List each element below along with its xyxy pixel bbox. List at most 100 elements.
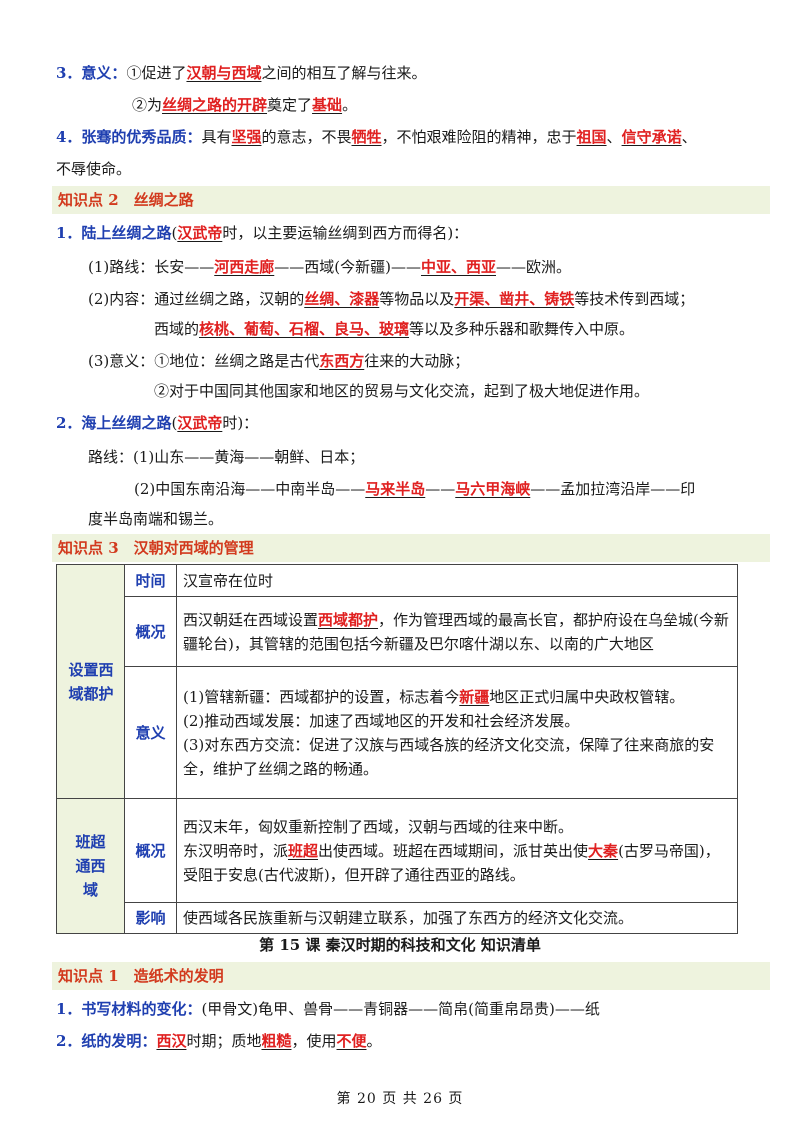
zhang-qian-quality-line-2: 不辱使命。 (56, 160, 132, 178)
keyword: 牺牲 (351, 128, 382, 146)
row-label: 概况 (124, 596, 177, 667)
text: 时)： (222, 414, 259, 432)
category-label: 设置西域都护 (68, 660, 114, 703)
western-regions-table: 设置西域都护 时间 汉宣帝在位时 概况 西汉朝廷在西域设置西域都护，作为管理西域… (56, 564, 738, 934)
keyword: 不便 (336, 1032, 367, 1050)
section-header-k3: 知识点 3 汉朝对西域的管理 (52, 534, 770, 562)
text: 等物品以及 (379, 290, 455, 308)
page-footer: 第 20 页 共 26 页 (336, 1091, 464, 1107)
keyword: 汉朝与西域 (186, 64, 262, 82)
land-silk-road-heading: 1．陆上丝绸之路(汉武帝时，以主要运输丝绸到西方而得名)： (56, 222, 468, 244)
keyword: 丝绸之路的开辟 (162, 96, 268, 114)
table-row: 概况 西汉朝廷在西域设置西域都护，作为管理西域的最高长官，都护府设在乌垒城(今新… (57, 596, 738, 667)
section-header-k2: 知识点 2 丝绸之路 (52, 186, 770, 214)
text: 。 (366, 1032, 382, 1050)
row-label: 意义 (124, 666, 177, 799)
significance-k2-line-2: ②对于中国同其他国家和地区的贸易与文化交流，起到了极大地促进作用。 (154, 382, 650, 400)
text: 具有 (201, 128, 232, 146)
row-label: 时间 (124, 564, 177, 597)
text: 等技术传到西域； (574, 290, 695, 308)
text: (3)意义：①地位：丝绸之路是古代 (88, 352, 320, 370)
text: 地区正式归属中央政权管辖。 (489, 687, 685, 706)
text: ( (171, 414, 178, 432)
content-line-2: 西域的核桃、葡萄、石榴、良马、玻璃等以及多种乐器和歌舞传入中原。 (154, 318, 634, 340)
sea-silk-road-heading: 2．海上丝绸之路(汉武帝时)： (56, 412, 258, 434)
text: (2)推动西域发展：加速了西域地区的开发和社会经济发展。 (183, 711, 580, 730)
text: 西域的 (154, 320, 200, 338)
keyword: 东西方 (319, 352, 365, 370)
keyword: 汉武帝 (177, 224, 223, 242)
significance-k2-line-1: (3)意义：①地位：丝绸之路是古代东西方往来的大动脉； (88, 350, 469, 372)
lesson-title: 第 15 课 秦汉时期的科技和文化 知识清单 (259, 936, 541, 954)
table-row: 班超通西域 概况 西汉末年，匈奴重新控制了西域，汉朝与西域的往来中断。 东汉明帝… (56, 798, 738, 934)
keyword: 中亚、西亚 (420, 258, 496, 276)
text: (古罗马帝国)，受阻于安息(古代波斯)，但开辟了通往西亚的路线。 (183, 841, 720, 884)
text: 西汉末年，匈奴重新控制了西域，汉朝与西域的往来中断。 (183, 817, 574, 836)
text: ②为 (132, 96, 163, 114)
keyword: 开渠、凿井、铸铁 (454, 290, 575, 308)
text: (1)管辖新疆：西域都护的设置，标志着今 (183, 687, 460, 706)
subheading: 2．海上丝绸之路 (56, 414, 172, 432)
table-row: 影响 使西域各民族重新与汉朝建立联系，加强了东西方的经济文化交流。 (57, 902, 738, 934)
keyword: 基础 (312, 96, 343, 114)
keyword: 河西走廊 (214, 258, 275, 276)
section-title: 知识点 3 汉朝对西域的管理 (58, 539, 254, 557)
text: ——欧洲。 (496, 258, 572, 276)
section-header-l15: 知识点 1 造纸术的发明 (52, 962, 770, 990)
keyword: 马六甲海峡 (455, 480, 531, 498)
keyword: 信守承诺 (621, 128, 682, 146)
subheading: 1．书写材料的变化： (56, 1000, 202, 1018)
text: ，使用 (291, 1032, 337, 1050)
category-cell: 设置西域都护 (56, 564, 125, 799)
keyword: 核桃、葡萄、石榴、良马、玻璃 (199, 320, 410, 338)
text: (3)对东西方交流：促进了汉族与西域各族的经济文化交流，保障了往来商旅的安全，维… (183, 735, 715, 778)
keyword: 马来半岛 (365, 480, 426, 498)
text: 、 (681, 128, 697, 146)
text: 时，以主要运输丝绸到西方而得名)： (222, 224, 469, 242)
text: ——西域(今新疆)—— (274, 258, 421, 276)
section-title: 知识点 2 丝绸之路 (58, 191, 194, 209)
text: ，不怕艰难险阻的精神，忠于 (381, 128, 577, 146)
row-text: 西汉末年，匈奴重新控制了西域，汉朝与西域的往来中断。 东汉明帝时，派班超出使西域… (176, 798, 738, 903)
text: (1)管辖新疆：西域都护的设置，标志着今新疆地区正式归属中央政权管辖。 (183, 685, 731, 709)
text: ①促进了 (126, 64, 187, 82)
significance-line-1: 3．意义：①促进了汉朝与西域之间的相互了解与往来。 (56, 62, 426, 84)
keyword: 新疆 (459, 687, 490, 706)
text: 往来的大动脉； (364, 352, 470, 370)
keyword: 班超 (288, 841, 319, 860)
row-text: 汉宣帝在位时 (176, 564, 738, 597)
text: 出使西域。班超在西域期间，派甘英出使 (318, 841, 589, 860)
text: 之间的相互了解与往来。 (261, 64, 427, 82)
zhang-qian-quality-line: 4．张骞的优秀品质：具有坚强的意志，不畏牺牲，不怕艰难险阻的精神，忠于祖国、信守… (56, 126, 697, 148)
sea-route-line-2: (2)中国东南沿海——中南半岛——马来半岛——马六甲海峡——孟加拉湾沿岸——印 (134, 478, 695, 500)
category-cell: 班超通西域 (56, 798, 125, 934)
keyword: 祖国 (576, 128, 607, 146)
row-text: 使西域各民族重新与汉朝建立联系，加强了东西方的经济文化交流。 (176, 902, 738, 934)
text: ( (171, 224, 178, 242)
text: ，作为管理西域的最高长官，都护府设在乌垒城(今新疆轮台)，其管辖的范围包括今新疆… (183, 610, 729, 653)
text: 西汉朝廷在西域设置 (183, 610, 319, 629)
sea-route-line-1: 路线：(1)山东——黄海——朝鲜、日本； (88, 448, 365, 466)
keyword: 丝绸、漆器 (304, 290, 380, 308)
significance-label: 3．意义： (56, 64, 127, 82)
text: 、 (606, 128, 622, 146)
content-line-1: (2)内容：通过丝绸之路，汉朝的丝绸、漆器等物品以及开渠、凿井、铸铁等技术传到西… (88, 288, 694, 310)
paper-invention-line: 2．纸的发明：西汉时期；质地粗糙，使用不便。 (56, 1030, 382, 1052)
text: (2)内容：通过丝绸之路，汉朝的 (88, 290, 305, 308)
text: ——孟加拉湾沿岸——印 (530, 480, 696, 498)
sea-route-line-3: 度半岛南端和锡兰。 (88, 510, 224, 528)
text: —— (425, 480, 456, 498)
text: (2)中国东南沿海——中南半岛—— (134, 480, 366, 498)
text: 东汉明帝时，派班超出使西域。班超在西域期间，派甘英出使大秦(古罗马帝国)，受阻于… (183, 839, 731, 887)
text: (甲骨文)龟甲、兽骨——青铜器——简帛(简重帛昂贵)——纸 (201, 1000, 600, 1018)
text: 。 (342, 96, 358, 114)
route-line: (1)路线：长安——河西走廊——西域(今新疆)——中亚、西亚——欧洲。 (88, 256, 571, 278)
text: 等以及多种乐器和歌舞传入中原。 (409, 320, 635, 338)
keyword: 西汉 (156, 1032, 187, 1050)
category-label: 班超通西域 (75, 833, 106, 899)
keyword: 大秦 (588, 841, 619, 860)
keyword: 汉武帝 (177, 414, 223, 432)
writing-material-line: 1．书写材料的变化：(甲骨文)龟甲、兽骨——青铜器——简帛(简重帛昂贵)——纸 (56, 998, 600, 1020)
section-title: 知识点 1 造纸术的发明 (58, 967, 224, 985)
quality-label: 4．张骞的优秀品质： (56, 128, 202, 146)
